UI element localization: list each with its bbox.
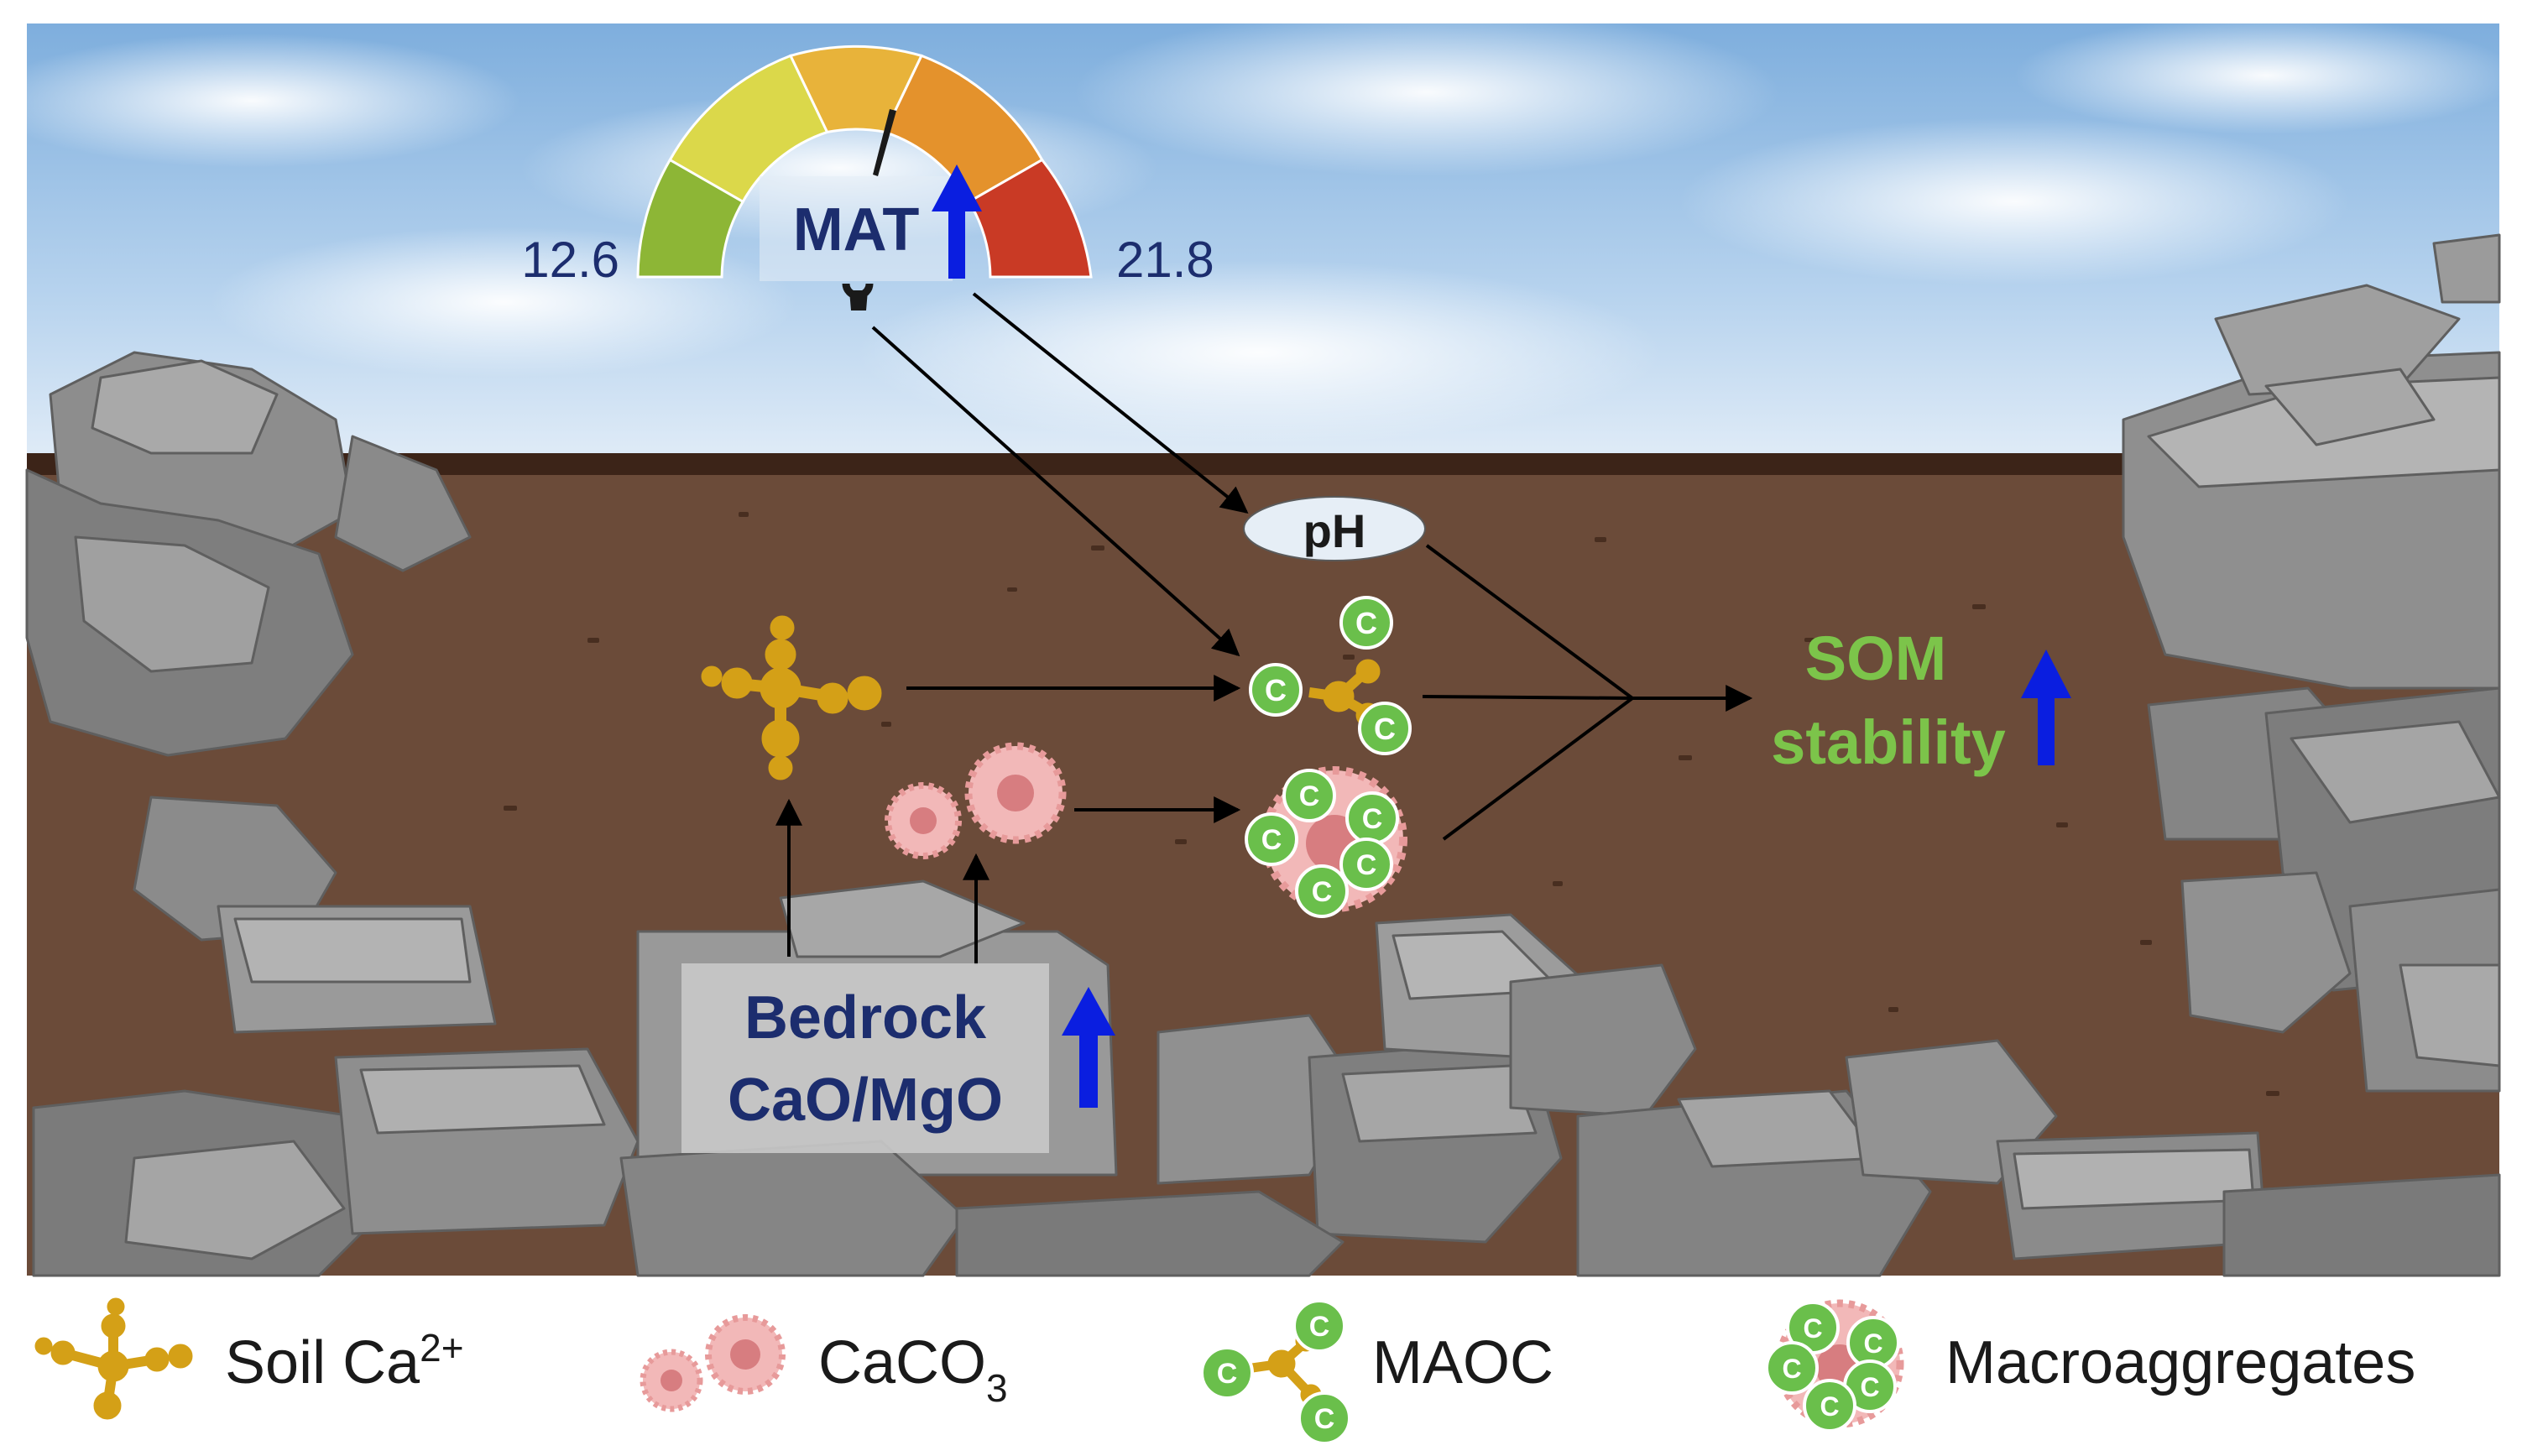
legend-label-macroaggregates: Macroaggregates [1945,1329,2415,1396]
pathway-arrows [775,292,1753,965]
legend-maoc-c-label: C [1217,1358,1238,1390]
macro-c-label: C [1362,803,1383,835]
legend-macro-c-label: C [1863,1328,1882,1359]
macro-c-label: C [1356,849,1377,881]
legend-label-soil-ca: Soil Ca2+ [225,1326,464,1396]
som-label-line2: stability [1771,707,2006,777]
gauge-label: MAT [793,196,920,264]
som-label-line1: SOM [1805,624,1947,693]
mat-increase-arrow-icon [932,164,982,279]
maoc-c-label: C [1265,673,1287,707]
maoc-c-label: C [1355,606,1377,640]
legend-macro-c-label: C [1782,1354,1801,1384]
bedrock-increase-arrow-icon [1062,987,1115,1108]
legend-label-caco3: CaCO3 [818,1329,1008,1410]
line-maoc-to-junction [1422,695,1633,700]
legend-macro-c-label: C [1860,1372,1879,1402]
maoc-c-label: C [1374,712,1396,746]
legend-macro-c-label: C [1803,1313,1822,1344]
arrow-mat-to-maoc [871,326,1240,657]
legend-soil-ca-icon [34,1297,193,1420]
rocks [25,233,2501,1277]
arrow-mat-to-ph [972,292,1249,514]
line-ph-to-junction [1425,544,1634,700]
ph-node: pH [1243,496,1426,561]
bedrock-label-line1: Bedrock [744,984,987,1052]
gauge-min-label: 12.6 [521,232,619,288]
line-macroaggregates-to-junction [1442,697,1634,841]
bedrock-label-line2: CaO/MgO [728,1067,1003,1134]
gauge-max-label: 21.8 [1116,232,1214,288]
mat-gauge: MAT 12.6 21.8 [521,44,1214,311]
gauge-needle [873,109,896,176]
sky-background [0,8,2518,477]
maoc-molecule-icon: C C C [1249,596,1412,755]
legend-label-maoc: MAOC [1372,1329,1553,1396]
legend-macroaggregates-icon: C C C C C [1765,1299,1904,1433]
ph-label: pH [1303,504,1366,557]
legend-caco3-icon [640,1314,786,1412]
legend-maoc-c-label: C [1309,1311,1330,1343]
legend-maoc-icon: C C C [1200,1299,1351,1445]
macroaggregate-icon: C C C C C [1245,766,1407,918]
soil-ca-molecule-icon [701,615,882,780]
macro-c-label: C [1312,876,1333,908]
legend: Soil Ca2+ CaCO3 C C C [0,1280,2522,1456]
macro-c-label: C [1299,780,1320,812]
bedrock-box: Bedrock CaO/MgO [681,963,1115,1153]
caco3-particles-icon [885,742,1067,859]
legend-macro-c-label: C [1820,1391,1839,1422]
legend-maoc-c-label: C [1314,1403,1335,1435]
som-increase-arrow-icon [2021,650,2071,765]
som-stability-node: SOM stability [1771,624,2071,777]
macro-c-label: C [1261,824,1282,856]
